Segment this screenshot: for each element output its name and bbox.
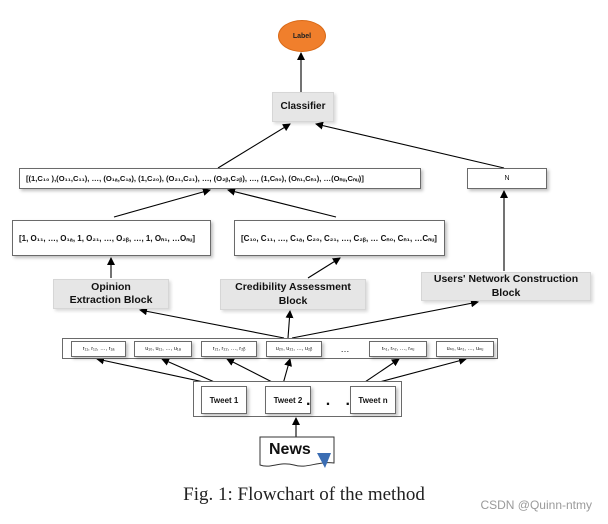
news-document-node: News bbox=[259, 436, 335, 470]
feature-box-3: r₂₁, r₂₂, …, r₂ᵦ bbox=[201, 341, 257, 357]
feature-box-2: u₁₀, u₁₁, …, u₁ₐ bbox=[134, 341, 192, 357]
opinion-extraction-label: Opinion Extraction Block bbox=[69, 280, 153, 306]
network-n-text: N bbox=[504, 175, 510, 182]
tweets-container: Tweet 1 Tweet 2 Tweet n bbox=[193, 381, 402, 417]
arrow-tweetn-to-f5 bbox=[361, 358, 400, 385]
classifier-box: Classifier bbox=[272, 92, 334, 122]
arrow-tweet2-to-f3 bbox=[226, 358, 277, 385]
tweet-text-1: Tweet 1 bbox=[209, 395, 239, 405]
arrow-features-to-network bbox=[291, 299, 479, 339]
credibility-sequence-text: [C₁₀, C₁₁, …, C₁ₐ, C₂₀, C₂₁, …, C₂ᵦ, … C… bbox=[241, 233, 437, 243]
classifier-label: Classifier bbox=[280, 100, 326, 112]
feature-box-5: rₙ₁, rₙ₂, …, rₙᵤ bbox=[369, 341, 427, 357]
arrow-features-to-credibility bbox=[285, 310, 294, 339]
figure-caption: Fig. 1: Flowchart of the method bbox=[183, 484, 425, 505]
tweet-ellipsis: · · · bbox=[306, 396, 356, 413]
tweet-text-2: Tweet 2 bbox=[273, 395, 303, 405]
label-node-text: Label bbox=[292, 32, 312, 40]
arrow-tweet2-to-f4 bbox=[282, 358, 292, 385]
watermark: CSDN @Quinn-ntmy bbox=[480, 498, 592, 512]
network-n-box: N bbox=[467, 168, 547, 189]
feature-box-1: r₁₁, r₁₂, …, r₁ₐ bbox=[71, 341, 126, 357]
feature-box-4: u₂₀, u₂₁, …, u₂ᵦ bbox=[266, 341, 322, 357]
credibility-sequence-box: [C₁₀, C₁₁, …, C₁ₐ, C₂₀, C₂₁, …, C₂ᵦ, … C… bbox=[234, 220, 445, 256]
opinion-sequence-text: [1, O₁₁, …, O₁ₐ, 1, O₂₁, …, O₂ᵦ, …, 1, O… bbox=[19, 233, 196, 243]
arrow-credibility-seq-to-combined bbox=[227, 187, 337, 218]
opinion-extraction-block: Opinion Extraction Block bbox=[53, 279, 169, 309]
tweet-box-1: Tweet 1 bbox=[201, 386, 247, 414]
arrow-combined-to-classifier bbox=[217, 123, 291, 169]
feature-text-2: u₁₀, u₁₁, …, u₁ₐ bbox=[145, 346, 181, 352]
users-network-construction-label: Users' Network Construction Block bbox=[433, 273, 579, 299]
feature-text-6: uₙ₀, uₙ₁, …, uₙᵤ bbox=[446, 346, 484, 352]
feature-box-6: uₙ₀, uₙ₁, …, uₙᵤ bbox=[436, 341, 494, 357]
combined-sequence-box: [(1,C₁₀ ),(O₁₁,C₁₁), …, (O₁ₐ,C₁ₐ), (1,C₂… bbox=[19, 168, 421, 189]
arrow-tweetn-to-f6 bbox=[371, 356, 467, 385]
news-document-icon bbox=[259, 436, 335, 468]
tweet-box-2: Tweet 2 bbox=[265, 386, 311, 414]
arrow-network-to-classifier bbox=[315, 121, 505, 169]
tweet-text-n: Tweet n bbox=[358, 395, 388, 405]
users-network-construction-block: Users' Network Construction Block bbox=[421, 272, 591, 301]
tweet-box-n: Tweet n bbox=[350, 386, 396, 414]
arrow-tweet1-to-f1 bbox=[96, 356, 214, 385]
feature-text-3: r₂₁, r₂₂, …, r₂ᵦ bbox=[212, 346, 246, 352]
arrow-opinion-seq-to-combined bbox=[113, 188, 211, 218]
label-node: Label bbox=[278, 20, 326, 52]
arrow-credibility-block-to-seq bbox=[307, 257, 341, 279]
feature-text-4: u₂₀, u₂₁, …, u₂ᵦ bbox=[275, 346, 313, 352]
news-label: News bbox=[269, 441, 311, 458]
combined-sequence-text: [(1,C₁₀ ),(O₁₁,C₁₁), …, (O₁ₐ,C₁ₐ), (1,C₂… bbox=[26, 174, 364, 183]
opinion-sequence-box: [1, O₁₁, …, O₁ₐ, 1, O₂₁, …, O₂ᵦ, …, 1, O… bbox=[12, 220, 211, 256]
arrow-tweet1-to-f2 bbox=[161, 358, 220, 385]
feature-text-5: rₙ₁, rₙ₂, …, rₙᵤ bbox=[381, 346, 415, 352]
credibility-assessment-label: Credibility Assessment Block bbox=[235, 281, 351, 307]
arrow-features-to-opinion bbox=[139, 307, 285, 339]
feature-ellipsis: … bbox=[335, 341, 355, 357]
credibility-assessment-block: Credibility Assessment Block bbox=[220, 279, 366, 310]
feature-text-1: r₁₁, r₁₂, …, r₁ₐ bbox=[82, 346, 115, 352]
features-row: r₁₁, r₁₂, …, r₁ₐ u₁₀, u₁₁, …, u₁ₐ r₂₁, r… bbox=[62, 338, 498, 359]
feature-ellipsis-text: … bbox=[340, 344, 350, 354]
